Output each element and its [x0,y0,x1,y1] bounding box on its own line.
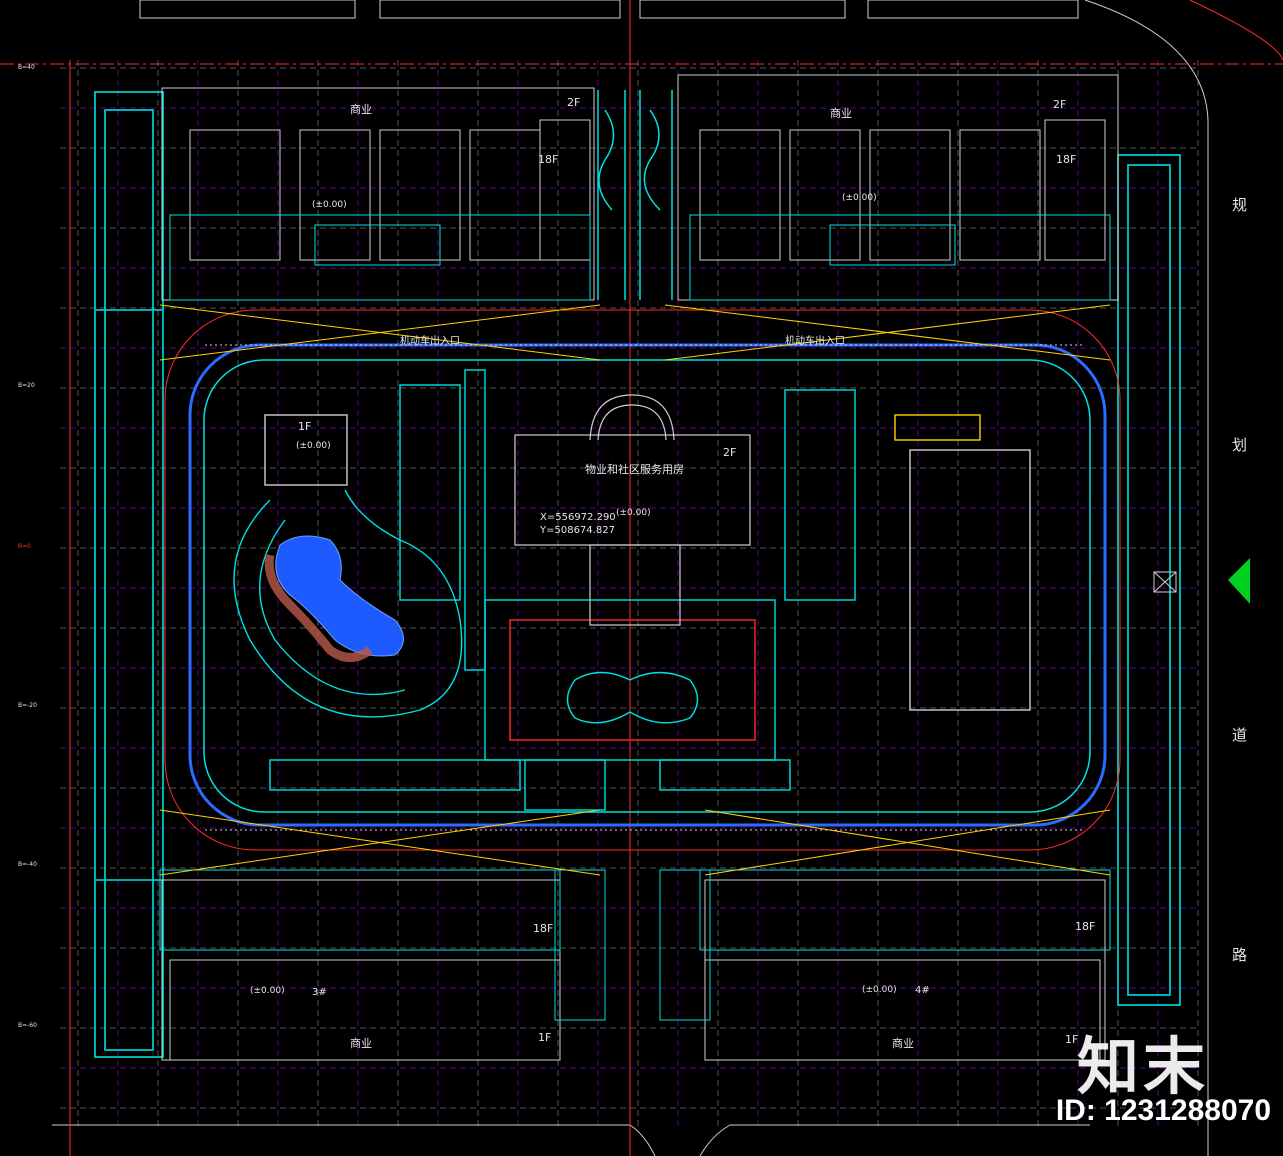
north-arrow-icon [1228,558,1250,604]
label-center-floors: 2F [723,446,736,459]
label-number-br: 4# [915,985,930,996]
bottom-right-building [659,869,1111,1061]
gate-marker-cross [1153,571,1177,593]
label-floors-br: 1F [1065,1033,1078,1046]
label-tower-tr: 18F [1056,153,1076,166]
label-elev-tl: (±0.00) [312,200,347,210]
gate-marker [1153,571,1177,593]
road-label-1: 规 [1232,196,1247,214]
label-commercial-br: 商业 [892,1036,914,1050]
grid-label-1: B=40 [18,64,35,71]
top-right-building [677,74,1119,301]
label-entrance-right: 机动车出入口 [785,334,845,347]
grid-label-4: B=-20 [18,702,37,709]
internal-loop-road [164,309,1121,851]
parking-ramps [159,304,1111,876]
label-coord-x: X=556972.290 [540,512,616,523]
road-label-3: 道 [1232,726,1247,744]
label-commercial-tr: 商业 [830,106,852,120]
grid-label-5: B=-40 [18,861,37,868]
label-elev-br: (±0.00) [862,985,897,995]
label-elev-tr: (±0.00) [842,193,877,203]
label-center-elev: (±0.00) [616,508,651,518]
label-tower-br: 18F [1075,920,1095,933]
perimeter-walkways [94,91,1181,1058]
watermark-id: ID: 1231288070 [1055,1094,1271,1127]
label-floors-tl: 2F [567,96,580,109]
label-elev-bl: (±0.00) [250,986,285,996]
label-coord-y: Y=508674.827 [539,525,615,536]
central-garden [233,369,1031,811]
grid-label-3: B=0 [18,543,31,550]
grid-label-6: B=-60 [18,1022,37,1029]
label-commercial-bl: 商业 [350,1036,372,1050]
pool-deck [264,554,373,662]
pool [275,535,404,657]
label-entrance-left: 机动车出入口 [400,334,460,347]
top-left-building [161,87,595,301]
label-tower-bl: 18F [533,922,553,935]
grid-label-2: B=20 [18,382,35,389]
label-number-bl: 3# [312,987,327,998]
label-center-name: 物业和社区服务用房 [585,462,684,476]
label-tower-tl: 18F [538,153,558,166]
road-label-2: 划 [1232,436,1247,454]
label-pavilion-floors: 1F [298,420,311,433]
label-floors-bl: 1F [538,1031,551,1044]
label-commercial-tl: 商业 [350,102,372,116]
label-pavilion-elev: (±0.00) [296,441,331,451]
label-floors-tr: 2F [1053,98,1066,111]
road-label-4: 路 [1232,946,1247,964]
top-gate-landscape [597,90,673,300]
bottom-left-building [159,869,606,1061]
service-building [514,394,751,626]
watermark-brand: 知末 [1076,1030,1209,1103]
